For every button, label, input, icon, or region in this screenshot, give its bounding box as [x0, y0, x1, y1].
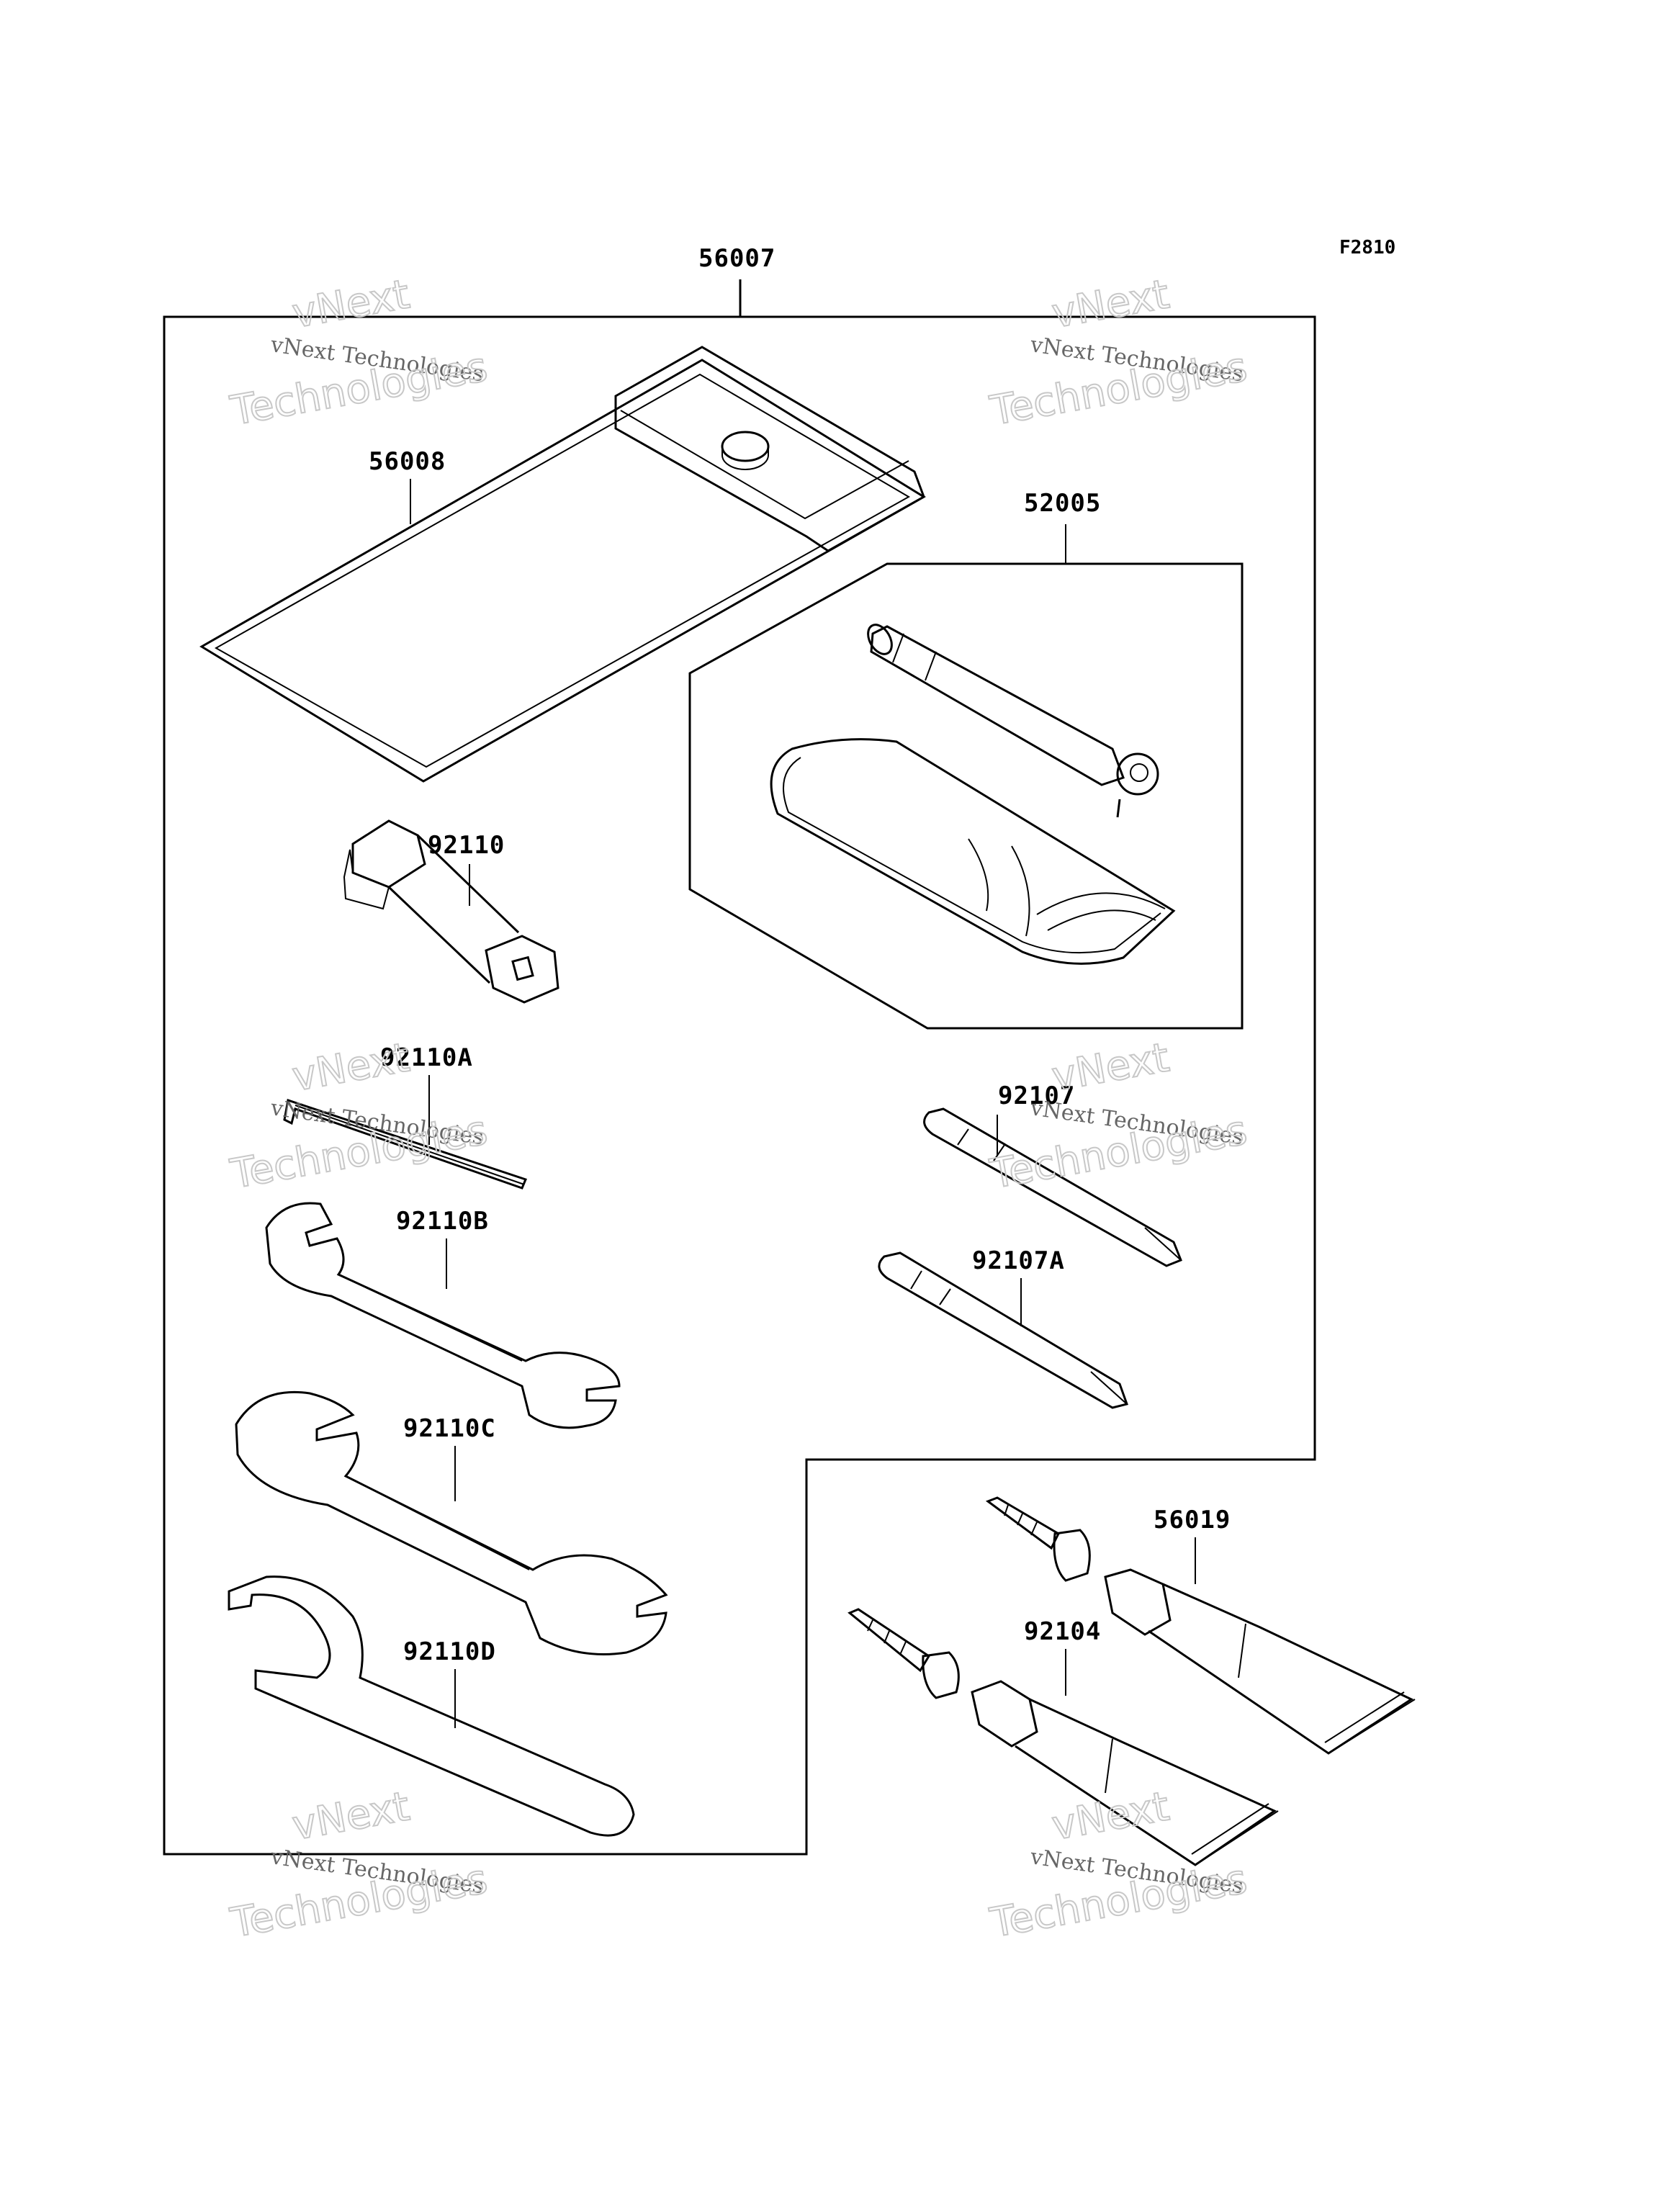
svg-text:vNext: vNext	[289, 1034, 413, 1100]
watermark-mid-right: vNext vNext Technologies Technologies	[986, 1033, 1251, 1199]
figure-code: F2810	[1339, 237, 1395, 258]
hex-key[interactable]	[283, 1099, 528, 1190]
hook-wrench-92110D[interactable]	[228, 1575, 635, 1837]
wrench-92110B[interactable]	[265, 1202, 621, 1429]
watermark-bottom-left: vNext vNext Technologies Technologies	[226, 1782, 492, 1948]
svg-text:vNext: vNext	[289, 1783, 413, 1849]
pump-set-box	[688, 562, 1244, 1030]
pump-pouch[interactable]	[770, 738, 1176, 965]
watermark-top-left: vNext vNext Technologies Technologies	[226, 270, 492, 436]
label-56008[interactable]: 56008	[369, 447, 446, 476]
plug-wrench[interactable]	[343, 819, 559, 1004]
watermark-top-right: vNext vNext Technologies Technologies	[986, 270, 1251, 436]
label-92107A[interactable]: 92107A	[972, 1246, 1065, 1275]
tube-56019[interactable]	[985, 1496, 1416, 1755]
label-92104[interactable]: 92104	[1024, 1617, 1101, 1646]
air-pump[interactable]	[863, 621, 1159, 818]
label-56007[interactable]: 56007	[698, 244, 775, 273]
label-92110A[interactable]: 92110A	[380, 1043, 473, 1072]
label-56019[interactable]: 56019	[1154, 1506, 1231, 1534]
screwdriver-92107A[interactable]	[878, 1251, 1128, 1409]
screwdriver-92107[interactable]	[923, 1107, 1182, 1267]
svg-text:vNext: vNext	[1048, 271, 1172, 337]
svg-text:vNext: vNext	[1048, 1783, 1172, 1849]
watermark-bottom-right: vNext vNext Technologies Technologies	[986, 1782, 1251, 1948]
label-92110[interactable]: 92110	[428, 831, 505, 860]
label-92110D[interactable]: 92110D	[403, 1637, 496, 1666]
label-52005[interactable]: 52005	[1024, 489, 1101, 518]
tool-bag[interactable]	[199, 346, 926, 783]
wrench-92110C[interactable]	[235, 1390, 668, 1655]
label-92110C[interactable]: 92110C	[403, 1414, 496, 1443]
tube-92104[interactable]	[848, 1608, 1279, 1866]
label-92110B[interactable]: 92110B	[396, 1207, 489, 1236]
kit-outline	[163, 315, 1316, 1856]
svg-text:vNext: vNext	[289, 271, 413, 337]
label-92107[interactable]: 92107	[998, 1082, 1075, 1110]
svg-text:vNext: vNext	[1048, 1034, 1172, 1100]
